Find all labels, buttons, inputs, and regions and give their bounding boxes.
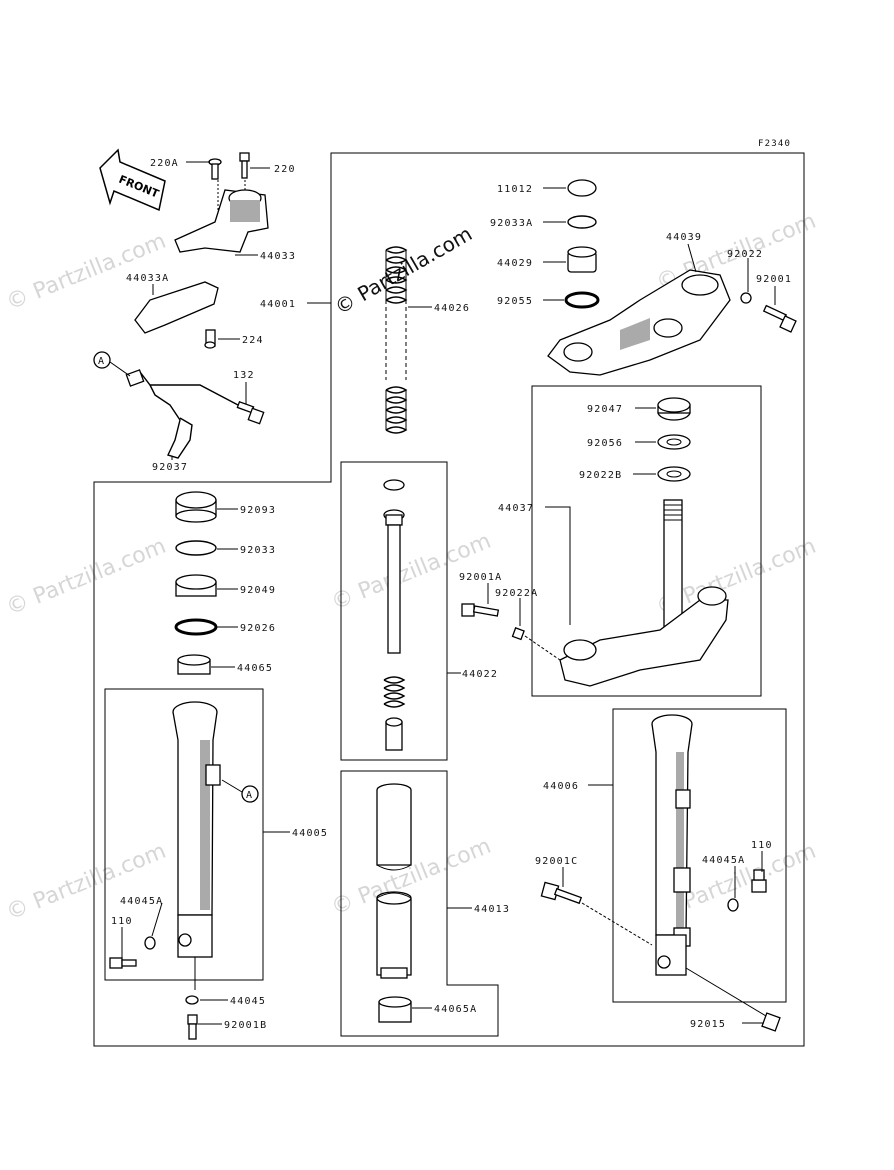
bolt-92001 [762, 304, 797, 333]
label-92022: 92022 [727, 249, 763, 260]
washer-44045 [185, 995, 199, 1005]
circlip-92033 [175, 540, 217, 556]
circlip-92033A [567, 215, 597, 229]
label-44045A-right: 44045A [702, 855, 745, 866]
left-tube-box [104, 688, 264, 981]
tube-parts-box [340, 770, 499, 1037]
svg-text:A: A [246, 790, 253, 801]
dust-seal-92093 [175, 491, 217, 523]
label-11012: 11012 [497, 184, 533, 195]
bolt-110-left [109, 957, 137, 969]
callout-A-top: A [93, 351, 131, 377]
label-44033: 44033 [260, 251, 296, 262]
bolt-92001C [540, 881, 583, 905]
label-44022: 44022 [462, 669, 498, 680]
bolt-220 [239, 152, 250, 179]
label-92001B: 92001B [224, 1020, 267, 1031]
washer-92022 [740, 292, 752, 304]
o-ring-92055 [564, 291, 600, 309]
label-110-right: 110 [751, 840, 773, 851]
spring-44026 [385, 246, 408, 434]
label-44006: 44006 [543, 781, 579, 792]
steering-stem-44037 [559, 499, 729, 687]
washer-44045A-left [144, 936, 156, 950]
watermark: © Partzilla.com [3, 839, 170, 926]
label-92037: 92037 [152, 462, 188, 473]
label-44065: 44065 [237, 663, 273, 674]
upper-bracket-44039 [547, 269, 797, 376]
assembly-frame [93, 152, 805, 1047]
label-92001A: 92001A [459, 572, 502, 583]
figure-code: F2340 [758, 139, 791, 149]
right-tube-box [612, 708, 787, 1003]
label-92026: 92026 [240, 623, 276, 634]
label-224: 224 [242, 335, 264, 346]
svg-text:A: A [98, 356, 105, 367]
label-92022A: 92022A [495, 588, 538, 599]
cable-guide-92037 [125, 369, 265, 459]
label-110-left: 110 [111, 916, 133, 927]
front-arrow: FRONT [99, 148, 166, 212]
bolt-92001A [461, 603, 500, 617]
leader-lines [121, 161, 776, 1025]
washer-92026 [174, 618, 218, 636]
bolt-92001B [187, 1014, 198, 1040]
stem-parts-box [531, 385, 762, 697]
label-44033A: 44033A [126, 273, 169, 284]
label-92033A: 92033A [490, 218, 533, 229]
label-44005: 44005 [292, 828, 328, 839]
bolt-132 [236, 400, 265, 425]
bolt-220A [208, 158, 222, 180]
bearing-92022B [657, 466, 691, 482]
bolt-224 [204, 329, 216, 349]
bearing-92056 [657, 434, 691, 450]
inner-tube-44013 [376, 783, 412, 979]
label-44045A-left: 44045A [120, 896, 163, 907]
label-44037: 44037 [498, 503, 534, 514]
label-92049: 92049 [240, 585, 276, 596]
label-220A: 220A [150, 158, 179, 169]
bushing-44065A [378, 996, 412, 1023]
inner-parts-box [340, 461, 448, 761]
bracket-group [134, 152, 269, 349]
outer-tube-44005 [172, 701, 221, 990]
label-132: 132 [233, 370, 255, 381]
label-44001: 44001 [260, 299, 296, 310]
callout-A-tube: A [221, 779, 259, 803]
label-92047: 92047 [587, 404, 623, 415]
nut-92015 [761, 1012, 781, 1032]
washer-44045A-right [727, 898, 739, 912]
label-44065A: 44065A [434, 1004, 477, 1015]
bolt-110-right [751, 869, 767, 893]
outer-tube-44006 [651, 714, 693, 976]
label-44013: 44013 [474, 904, 510, 915]
label-44045: 44045 [230, 996, 266, 1007]
washer-92022A [511, 627, 525, 641]
bracket-44033A [134, 281, 219, 334]
seal-92047 [657, 397, 691, 421]
plug-44029 [567, 246, 597, 273]
label-92001C: 92001C [535, 856, 578, 867]
label-44026: 44026 [434, 303, 470, 314]
inner-damper-44022 [383, 479, 406, 751]
label-44039: 44039 [666, 232, 702, 243]
label-92033: 92033 [240, 545, 276, 556]
label-92093: 92093 [240, 505, 276, 516]
label-92022B: 92022B [579, 470, 622, 481]
cap-11012 [567, 179, 597, 197]
oil-seal-92049 [175, 574, 217, 597]
bushing-44065 [177, 654, 211, 675]
label-92055: 92055 [497, 296, 533, 307]
label-220: 220 [274, 164, 296, 175]
label-92001: 92001 [756, 274, 792, 285]
label-92015: 92015 [690, 1019, 726, 1030]
label-92056: 92056 [587, 438, 623, 449]
watermark: © Partzilla.com [3, 534, 170, 621]
label-44029: 44029 [497, 258, 533, 269]
part-labels: 220A 220 44033 44033A 224 132 92037 4400… [111, 158, 792, 1031]
